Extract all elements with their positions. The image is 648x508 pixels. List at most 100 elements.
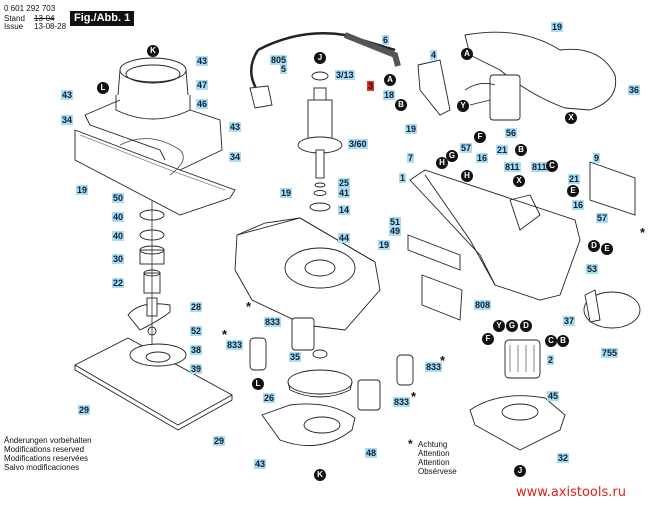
part-label[interactable]: 16 [572, 200, 585, 210]
part-label[interactable]: 755 [601, 348, 619, 358]
fan-and-shroud [261, 349, 356, 447]
part-label[interactable]: 21 [568, 174, 581, 184]
part-label[interactable]: 40 [112, 231, 125, 241]
part-label[interactable]: 14 [338, 205, 351, 215]
part-label[interactable]: 43 [196, 56, 209, 66]
attention-asterisk: * [640, 225, 646, 240]
connection-marker: A [461, 48, 473, 60]
part-label[interactable]: 40 [112, 212, 125, 222]
part-label[interactable]: 21 [496, 145, 509, 155]
connection-marker: E [567, 185, 579, 197]
part-label[interactable]: 57 [460, 143, 473, 153]
clamp-wires [84, 99, 223, 171]
part-label[interactable]: 833 [226, 340, 244, 350]
connection-marker: E [601, 243, 613, 255]
switch [417, 59, 521, 121]
part-label[interactable]: 7 [407, 153, 415, 163]
connection-marker: J [514, 465, 526, 477]
part-label[interactable]: 19 [76, 185, 89, 195]
connection-marker: F [474, 131, 486, 143]
part-label[interactable]: 808 [474, 300, 492, 310]
part-label[interactable]: 3/13 [335, 70, 355, 80]
attention-asterisk: * [411, 389, 417, 404]
part-label[interactable]: 19 [378, 240, 391, 250]
part-label[interactable]: 19 [280, 188, 293, 198]
part-label[interactable]: 9 [593, 153, 601, 163]
bellows-parts [249, 317, 414, 411]
part-label[interactable]: 3/60 [348, 139, 368, 149]
part-label[interactable]: 39 [190, 364, 203, 374]
part-label[interactable]: 833 [393, 397, 411, 407]
connection-marker: X [565, 112, 577, 124]
part-label[interactable]: 4 [430, 50, 438, 60]
connection-marker: C [546, 160, 558, 172]
part-label[interactable]: 47 [196, 80, 209, 90]
bearing-stack [127, 200, 171, 350]
part-label[interactable]: 2 [547, 355, 555, 365]
part-label[interactable]: 811 [531, 162, 548, 172]
part-label[interactable]: 32 [557, 453, 570, 463]
part-label[interactable]: 37 [563, 316, 576, 326]
sanding-pad [74, 337, 233, 431]
connection-marker: K [147, 45, 159, 57]
part-label[interactable]: 52 [190, 326, 203, 336]
part-label[interactable]: 29 [78, 405, 91, 415]
part-label[interactable]: 38 [190, 345, 203, 355]
connection-marker: B [515, 144, 527, 156]
part-label[interactable]: 18 [383, 90, 396, 100]
part-label[interactable]: 35 [289, 352, 302, 362]
part-label[interactable]: 805 [270, 55, 288, 65]
part-label[interactable]: 5 [280, 64, 288, 74]
part-label[interactable]: 28 [190, 302, 203, 312]
part-label[interactable]: 49 [389, 226, 402, 236]
part-label[interactable]: 34 [229, 152, 242, 162]
part-label[interactable]: 43 [61, 90, 74, 100]
part-label-highlighted[interactable]: 3 [367, 81, 375, 91]
connection-marker: X [513, 175, 525, 187]
handle-cover [464, 31, 617, 111]
attention-legend-asterisk: * [408, 437, 413, 451]
part-label[interactable]: 57 [596, 213, 609, 223]
part-label[interactable]: 50 [112, 193, 125, 203]
gear-housing [234, 182, 381, 331]
part-label[interactable]: 16 [476, 153, 489, 163]
part-label[interactable]: 51 [389, 217, 402, 227]
part-label[interactable]: 36 [628, 85, 641, 95]
connection-marker: F [482, 333, 494, 345]
part-label[interactable]: 26 [263, 393, 276, 403]
connection-marker: D [588, 240, 600, 252]
part-label[interactable]: 22 [112, 278, 125, 288]
note-line: Modifications reserved [4, 445, 85, 454]
part-label[interactable]: 30 [112, 254, 125, 264]
part-label[interactable]: 43 [229, 122, 242, 132]
part-label[interactable]: 811 [504, 162, 521, 172]
modifications-notice: Änderungen vorbehalten Modifications res… [4, 436, 92, 472]
part-label[interactable]: 19 [405, 124, 418, 134]
part-label[interactable]: 56 [505, 128, 518, 138]
part-label[interactable]: 19 [551, 22, 564, 32]
part-label[interactable]: 41 [338, 188, 351, 198]
connection-marker: L [252, 378, 264, 390]
stand-label: Stand [4, 14, 25, 23]
connection-marker: B [395, 99, 407, 111]
attention-line: Attention [418, 449, 450, 458]
part-label[interactable]: 25 [338, 178, 351, 188]
part-label[interactable]: 48 [365, 448, 378, 458]
part-label[interactable]: 43 [254, 459, 267, 469]
part-label[interactable]: 1 [399, 173, 407, 183]
bottom-cover [469, 395, 566, 451]
part-label[interactable]: 29 [213, 436, 226, 446]
part-label[interactable]: 44 [338, 233, 351, 243]
note-line: Salvo modificaciones [4, 463, 80, 472]
part-label[interactable]: 833 [425, 362, 443, 372]
connection-marker: Y [457, 100, 469, 112]
connection-marker: L [97, 82, 109, 94]
watermark-url[interactable]: www.axistools.ru [516, 485, 626, 500]
part-label[interactable]: 833 [264, 317, 282, 327]
attention-asterisk: * [246, 299, 252, 314]
part-label[interactable]: 53 [586, 264, 599, 274]
part-label[interactable]: 34 [61, 115, 74, 125]
part-label[interactable]: 46 [196, 99, 209, 109]
part-label[interactable]: 45 [547, 391, 560, 401]
part-label[interactable]: 6 [382, 35, 390, 45]
